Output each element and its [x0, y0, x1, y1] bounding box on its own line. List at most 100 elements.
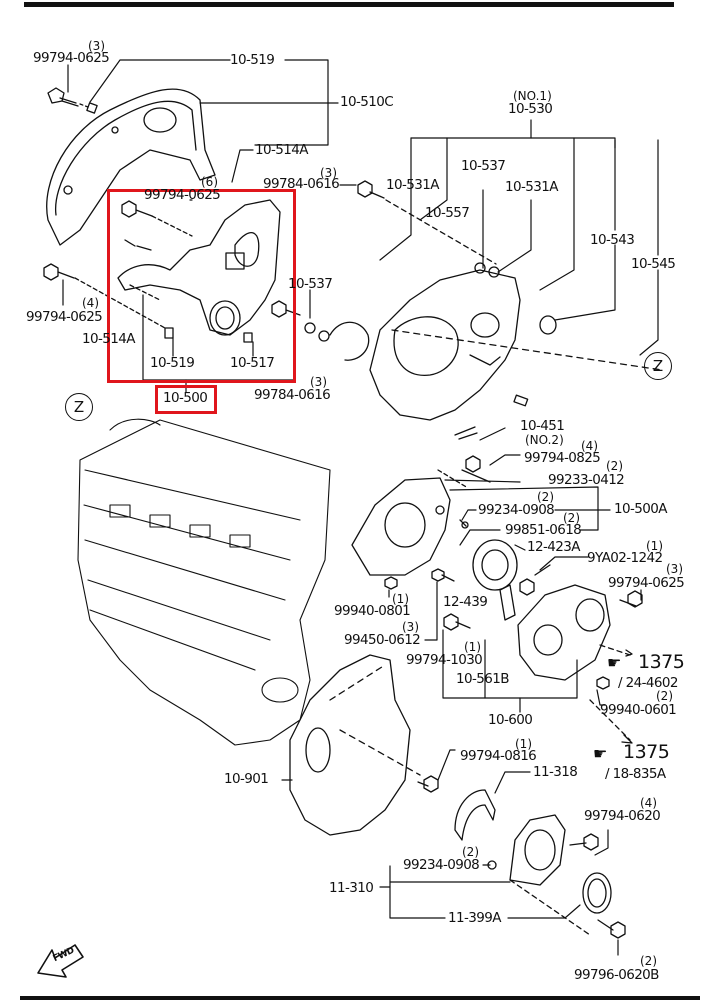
part-label-10-500a[interactable]: 10-500A — [614, 501, 667, 517]
part-label-99796-0620b[interactable]: 99796-0620B — [574, 967, 659, 983]
seal-plate-11-318 — [454, 789, 496, 841]
bottom-border — [20, 996, 700, 1000]
qty-label: (4) — [581, 439, 598, 453]
part-label-10-557[interactable]: 10-557 — [425, 205, 470, 221]
ref-page-1375[interactable]: 1375 — [623, 741, 670, 763]
part-label-99794-0625[interactable]: 99794-0625 — [608, 575, 685, 591]
part-label-99450-0612[interactable]: 99450-0612 — [344, 632, 421, 648]
qty-label: (3) — [310, 375, 327, 389]
qty-label: (1) — [515, 737, 532, 751]
qty-label: (1) — [464, 640, 481, 654]
part-label-99794-0625[interactable]: 99794-0625 — [144, 187, 221, 203]
bolt-99784-0616-box — [271, 300, 370, 361]
ref-part-18-835a[interactable]: / 18-835A — [605, 766, 666, 782]
part-label-10-451[interactable]: 10-451 — [520, 418, 565, 434]
ref-part-24-4602[interactable]: / 24-4602 — [618, 675, 678, 691]
part-label-99794-0816[interactable]: 99794-0816 — [460, 748, 537, 764]
qty-label-no2: (NO.2) — [525, 433, 564, 447]
pointing-hand-icon: ☛ — [593, 744, 607, 763]
engine-block-drawing — [77, 418, 331, 746]
qty-label-no1: (NO.1) — [513, 89, 552, 103]
bolt-99794-0625-box — [121, 200, 193, 237]
part-label-99940-0801[interactable]: 99940-0801 — [334, 603, 411, 619]
part-label-10-500[interactable]: 10-500 — [163, 390, 208, 406]
sprocket-12-423a-drawing — [472, 539, 551, 596]
ref-page-1375[interactable]: 1375 — [638, 651, 685, 673]
qty-label: (3) — [320, 166, 337, 180]
bolt-99794-0816 — [417, 775, 439, 793]
part-label-10-545[interactable]: 10-545 — [631, 256, 676, 272]
part-label-99940-0601[interactable]: 99940-0601 — [600, 702, 677, 718]
part-label-11-310[interactable]: 11-310 — [329, 880, 374, 896]
qty-label: (1) — [392, 592, 409, 606]
qty-label: (6) — [201, 175, 218, 189]
qty-label: (2) — [537, 490, 554, 504]
bracket-10-561b — [499, 584, 516, 621]
part-label-99794-0620[interactable]: 99794-0620 — [584, 808, 661, 824]
top-border — [24, 2, 674, 7]
highlight-box-10-500-assembly — [107, 189, 296, 383]
part-label-10-530[interactable]: 10-530 — [508, 101, 553, 117]
part-label-99794-0625[interactable]: 99794-0625 — [33, 50, 110, 66]
oil-pump-drawing — [351, 426, 491, 576]
bolt-99794-0625-top — [47, 87, 98, 114]
lower-timing-cover-drawing — [117, 199, 281, 336]
ref-marker-z-left: Z — [65, 393, 93, 421]
fwd-arrow-icon — [37, 944, 84, 978]
part-label-10-514a[interactable]: 10-514A — [255, 142, 308, 158]
part-label-10-519[interactable]: 10-519 — [230, 52, 275, 68]
part-label-10-537[interactable]: 10-537 — [288, 276, 333, 292]
qty-label: (4) — [640, 796, 657, 810]
water-pump-drawing — [517, 584, 643, 744]
part-label-99233-0412[interactable]: 99233-0412 — [548, 472, 625, 488]
bolt-99794-1030 — [443, 613, 471, 631]
part-label-10-517[interactable]: 10-517 — [230, 355, 275, 371]
qty-label: (3) — [666, 562, 683, 576]
part-label-12-423a[interactable]: 12-423A — [527, 539, 580, 555]
rear-seal-housing-11-310 — [487, 814, 626, 939]
bolt-99794-0625-left — [43, 263, 166, 329]
part-label-99794-0625[interactable]: 99794-0625 — [26, 309, 103, 325]
part-label-10-561b[interactable]: 10-561B — [456, 671, 509, 687]
dowel-10-517 — [243, 332, 253, 343]
part-label-12-439[interactable]: 12-439 — [443, 594, 488, 610]
part-label-10-514a[interactable]: 10-514A — [82, 331, 135, 347]
qty-label: (3) — [402, 620, 419, 634]
part-label-9ya02-1242[interactable]: 9YA02-1242 — [587, 550, 663, 566]
upper-timing-cover-drawing — [46, 88, 216, 246]
qty-label: (2) — [656, 689, 673, 703]
part-label-99784-0616[interactable]: 99784-0616 — [254, 387, 331, 403]
part-label-99794-0825[interactable]: 99794-0825 — [524, 450, 601, 466]
part-label-10-901[interactable]: 10-901 — [224, 771, 269, 787]
front-cover-drawing — [369, 262, 663, 421]
bolt-99450-0612 — [431, 568, 455, 582]
part-label-10-600[interactable]: 10-600 — [488, 712, 533, 728]
pointing-hand-icon: ☛ — [607, 653, 621, 672]
qty-label: (2) — [606, 459, 623, 473]
part-label-99234-0908[interactable]: 99234-0908 — [478, 502, 555, 518]
part-label-99234-0908[interactable]: 99234-0908 — [403, 857, 480, 873]
highlight-box-10-500-label[interactable] — [155, 385, 217, 414]
part-label-99784-0616[interactable]: 99784-0616 — [263, 176, 340, 192]
ref-marker-z-right: Z — [644, 352, 672, 380]
part-label-10-537[interactable]: 10-537 — [461, 158, 506, 174]
qty-label: (1) — [646, 539, 663, 553]
bolt-99784-0616-top — [357, 180, 497, 265]
qty-label: (3) — [88, 39, 105, 53]
gasket-10-901-drawing — [289, 654, 421, 836]
part-label-10-531a[interactable]: 10-531A — [505, 179, 558, 195]
part-label-99851-0618[interactable]: 99851-0618 — [505, 522, 582, 538]
part-label-10-543[interactable]: 10-543 — [590, 232, 635, 248]
nut-99940-0601 — [596, 676, 610, 690]
part-label-11-318[interactable]: 11-318 — [533, 764, 578, 780]
part-label-10-510c[interactable]: 10-510C — [340, 94, 394, 110]
qty-label: (2) — [462, 845, 479, 859]
part-label-10-519[interactable]: 10-519 — [150, 355, 195, 371]
qty-label: (4) — [82, 296, 99, 310]
dowel-10-519 — [164, 327, 174, 339]
nut-99940-0801 — [384, 576, 398, 590]
part-label-10-531a[interactable]: 10-531A — [386, 177, 439, 193]
part-label-11-399a[interactable]: 11-399A — [448, 910, 501, 926]
part-label-99794-1030[interactable]: 99794-1030 — [406, 652, 483, 668]
